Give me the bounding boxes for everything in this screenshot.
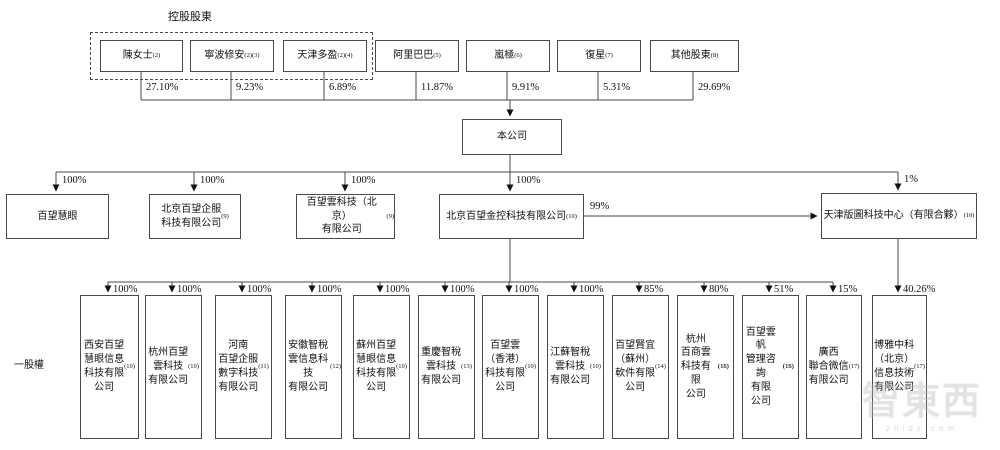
controlling-shareholders-caption: 控股股東	[168, 11, 212, 23]
subsidiary-box: 安徽智稅 雲信息科技 有限公司(12)	[285, 295, 342, 439]
subsidiary-box: 百望慧眼	[6, 194, 109, 239]
ownership-pct: 99%	[590, 201, 610, 212]
ownership-pct: 6.89%	[329, 82, 357, 93]
subsidiary-name: 廣西 聯合微信 有限公司	[808, 347, 849, 386]
subsidiary-name: 百望賢宜 （蘇州） 軟件有限 公司	[615, 340, 656, 393]
ownership-pct: 15%	[838, 284, 858, 295]
shareholder-box: 寧波修安(2)(3)	[190, 40, 274, 72]
subsidiary-box: 重慶智稅 雲科技 有限公司(13)	[418, 295, 475, 439]
shareholder-name: 陳女士	[122, 50, 153, 62]
ownership-pct: 9.91%	[512, 82, 540, 93]
ownership-pct: 100%	[317, 284, 342, 295]
subsidiary-name: 杭州 百商雲 科技有限 公司	[680, 333, 711, 400]
shareholder-name: 復星	[585, 50, 606, 62]
ownership-pct: 51%	[774, 284, 794, 295]
shareholder-name: 其他股東	[670, 50, 711, 62]
subsidiary-name: 北京百望金控科技有限公司	[446, 210, 567, 222]
subsidiary-box: 蘇州百望 慧眼信息 科技有限 公司(10)	[353, 295, 410, 439]
subsidiary-box: 百望雲帆 管理咨詢 有限 公司(15)(16)	[742, 295, 799, 439]
subsidiary-box: 西安百望 慧眼信息 科技有限 公司(10)	[80, 295, 139, 439]
company-name: 本公司	[497, 131, 527, 143]
ownership-pct: 9.23%	[236, 82, 264, 93]
ownership-pct: 100%	[62, 175, 87, 186]
ownership-pct: 100%	[177, 284, 202, 295]
subsidiary-box: 北京百望金控科技有限公司(10)	[439, 194, 584, 239]
ownership-pct: 100%	[351, 175, 376, 186]
company-box: 本公司	[462, 119, 562, 155]
ownership-pct: 100%	[579, 284, 604, 295]
ownership-pct: 100%	[385, 284, 410, 295]
ownership-pct: 1%	[904, 174, 918, 185]
subsidiary-name: 杭州百望 雲科技 有限公司	[148, 347, 189, 386]
subsidiary-name: 百望慧眼	[37, 210, 78, 222]
shareholder-name: 寧波修安	[204, 50, 245, 62]
partnership-name: 天津版圖科技中心（有限合夥）	[823, 210, 964, 222]
shareholder-box: 天津多盈(2)(4)	[283, 40, 367, 72]
subsidiary-box: 杭州百望 雲科技 有限公司(10)	[145, 295, 202, 439]
subsidiary-name: 博雅中科 （北京） 信息技術 有限公司	[874, 340, 915, 393]
subsidiary-box: 江蘇智稅 雲科技 有限公司(10)	[547, 295, 604, 439]
subsidiary-box: 河南 百望企服 數字科技 有限公司(11)	[215, 295, 272, 439]
shareholder-box: 阿里巴巴(5)	[375, 40, 459, 72]
subsidiary-box: 百望雲 （香港） 科技有限 公司(10)	[482, 295, 539, 439]
subsidiary-name: 百望雲科技（北京） 有限公司	[306, 196, 377, 236]
subsidiary-box: 北京百望企服 科技有限公司(9)	[149, 194, 241, 239]
ownership-pct: 100%	[113, 284, 138, 295]
subsidiary-name: 百望雲 （香港） 科技有限 公司	[485, 340, 526, 393]
ownership-pct: 100%	[200, 175, 225, 186]
subsidiary-name: 重慶智稅 雲科技 有限公司	[421, 347, 462, 386]
shareholder-name: 嵐極	[494, 50, 515, 62]
ownership-pct: 40.26%	[903, 284, 936, 295]
ownership-pct: 5.31%	[603, 82, 631, 93]
subsidiary-name: 百望雲帆 管理咨詢 有限 公司	[745, 326, 776, 407]
ownership-pct: 100%	[247, 284, 272, 295]
subsidiary-box: 百望雲科技（北京） 有限公司(9)	[296, 194, 395, 239]
shareholder-box: 嵐極(6)	[466, 40, 550, 72]
equity-legend-label: 一股權	[14, 360, 44, 371]
subsidiary-box: 杭州 百商雲 科技有限 公司(15)(16)	[677, 295, 734, 439]
ownership-pct: 11.87%	[421, 82, 453, 93]
subsidiary-name: 安徽智稅 雲信息科技 有限公司	[288, 340, 329, 393]
subsidiary-name: 西安百望 慧眼信息 科技有限 公司	[84, 340, 125, 393]
subsidiary-box: 百望賢宜 （蘇州） 軟件有限 公司(14)	[612, 295, 669, 439]
shareholder-box: 陳女士(2)	[100, 40, 183, 72]
subsidiary-name: 蘇州百望 慧眼信息 科技有限 公司	[356, 340, 397, 393]
subsidiary-name: 北京百望企服 科技有限公司	[161, 203, 222, 229]
subsidiary-box: 廣西 聯合微信 有限公司(17)	[806, 295, 862, 439]
ownership-pct: 100%	[516, 175, 541, 186]
subsidiary-box: 博雅中科 （北京） 信息技術 有限公司(17)	[872, 295, 927, 439]
partnership-box: 天津版圖科技中心（有限合夥）(10)	[821, 193, 977, 239]
shareholder-name: 阿里巴巴	[393, 50, 434, 62]
shareholder-box: 復星(7)	[557, 40, 641, 72]
ownership-pct: 100%	[514, 284, 539, 295]
ownership-pct: 27.10%	[146, 82, 179, 93]
subsidiary-name: 江蘇智稅 雲科技 有限公司	[550, 347, 591, 386]
ownership-pct: 80%	[709, 284, 729, 295]
ownership-pct: 29.69%	[698, 82, 731, 93]
shareholder-box: 其他股東(8)	[650, 40, 739, 72]
ownership-pct: 85%	[644, 284, 664, 295]
ownership-pct: 100%	[450, 284, 475, 295]
shareholder-name: 天津多盈	[297, 50, 338, 62]
subsidiary-name: 河南 百望企服 數字科技 有限公司	[218, 340, 259, 393]
